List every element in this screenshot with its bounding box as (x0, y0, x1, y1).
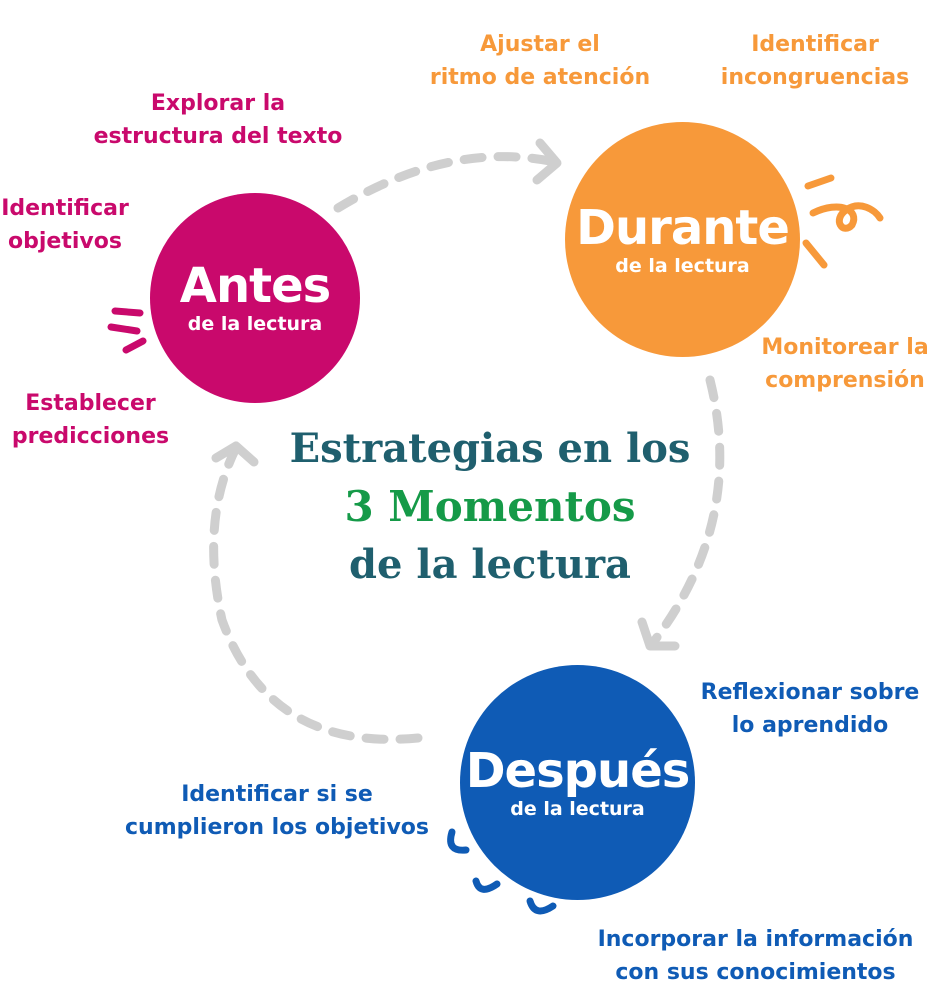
arrowhead-durante-to-despues (637, 617, 680, 651)
strategy-explorar-estructura: Explorar la estructura del texto (93, 91, 343, 149)
arrowhead-antes-to-durante (532, 138, 562, 185)
strategy-ajustar-ritmo: Ajustar el ritmo de atención (429, 32, 651, 90)
arrow-antes-to-durante (333, 152, 560, 213)
title-line-1: Estrategias en los (289, 425, 691, 472)
antes-title: Antes (179, 258, 331, 314)
strategy-establecer-predicciones: Establecer predicciones (11, 391, 170, 449)
strategy-monitorear-comprension: Monitorear la comprensión (761, 335, 929, 393)
strategy-identificar-objetivos: Identificar objetivos (1, 196, 129, 254)
strategy-identificar-incongruencias: Identificar incongruencias (720, 32, 910, 90)
despues-subtitle: de la lectura (510, 797, 645, 820)
antes-subtitle: de la lectura (187, 313, 323, 335)
durante-subtitle: de la lectura (615, 254, 750, 277)
antes-spark-icon (107, 307, 147, 354)
durante-circle: Durante de la lectura (565, 122, 800, 357)
diagram-title: Estrategias en los 3 Momentos de la lect… (240, 420, 740, 594)
strategy-reflexionar-aprendido: Reflexionar sobre lo aprendido (700, 680, 920, 738)
durante-swirl-icon (802, 174, 884, 269)
title-line-3: de la lectura (349, 541, 631, 588)
arrow-despues-to-antes (209, 443, 423, 744)
arrow-durante-to-despues (650, 375, 725, 645)
despues-title: Después (465, 742, 691, 799)
strategy-incorporar-informacion: Incorporar la información con sus conoci… (597, 927, 914, 985)
antes-circle: Antes de la lectura (150, 193, 360, 403)
strategy-identificar-cumplieron: Identificar si se cumplieron los objetiv… (124, 782, 429, 840)
title-line-2: 3 Momentos (344, 482, 636, 531)
durante-title: Durante (576, 199, 790, 256)
despues-curl-icon (447, 828, 557, 915)
despues-circle: Después de la lectura (460, 665, 695, 900)
arrowhead-despues-to-antes (211, 441, 259, 467)
